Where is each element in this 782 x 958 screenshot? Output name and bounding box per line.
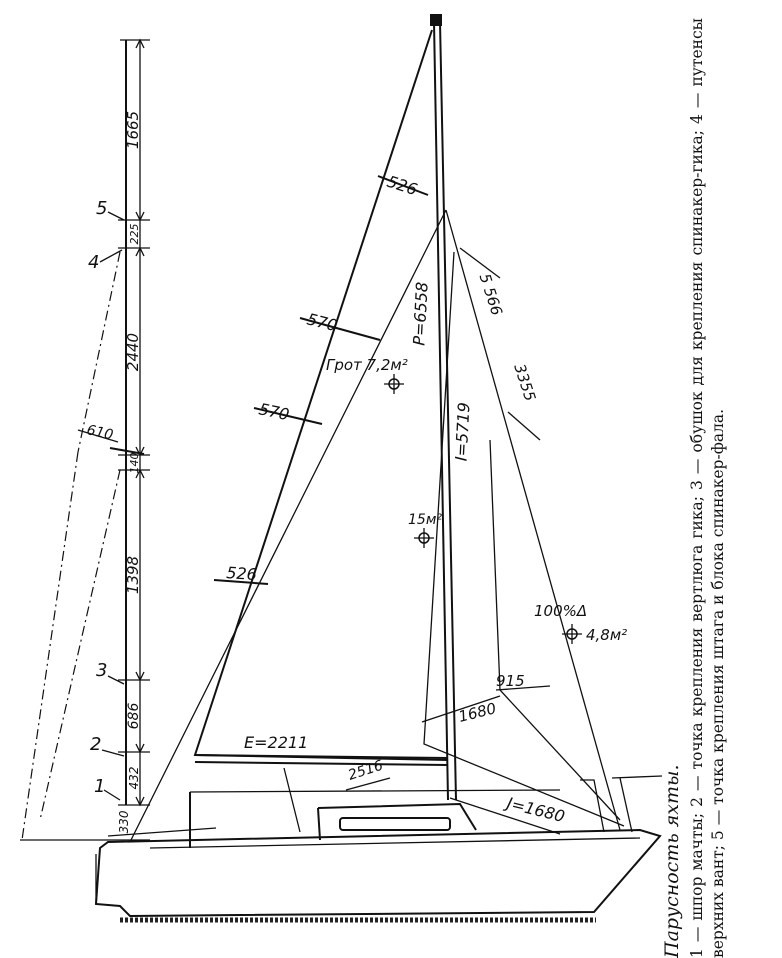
mast-dim-1398: 1398 — [124, 556, 142, 594]
batten-label-1: 526 — [385, 172, 420, 200]
dim-2516: 2516 — [346, 758, 385, 784]
genoa-percent: 100%Δ — [534, 602, 587, 620]
dim-915: 915 — [496, 672, 525, 690]
genoa-area: 4,8м² — [586, 626, 627, 644]
mast-dim-225: 225 — [128, 224, 141, 245]
mast-dim-1665: 1665 — [124, 111, 142, 149]
caption-title: Парусность яхты. — [661, 764, 683, 958]
mast-dim-330: 330 — [117, 810, 131, 833]
point-2-label: 2 — [90, 734, 101, 755]
jib-sail-area: 15м² — [408, 512, 442, 528]
mast-dim-2440: 2440 — [124, 333, 142, 371]
point-5-label: 5 — [96, 198, 107, 219]
base-dim-j: J=1680 — [502, 793, 567, 826]
boom-dim-e: E=2211 — [244, 733, 308, 752]
point-1-label: 1 — [94, 776, 105, 797]
dim-5566: 5 566 — [476, 271, 506, 317]
foretriangle-dim-i: I=5719 — [451, 402, 473, 462]
dim-3355: 3355 — [510, 362, 539, 404]
luff-dim-p: P=6558 — [409, 281, 431, 346]
mast-dim-686: 686 — [126, 703, 142, 730]
boat-sail-plan: 526 570 570 526 P=6558 I=5719 E=2211 J=1… — [94, 14, 663, 923]
point-4-label: 4 — [88, 252, 99, 273]
batten-label-2: 570 — [305, 309, 339, 335]
batten-label-3: 570 — [257, 399, 291, 424]
main-sail-area: Грот 7,2м² — [326, 356, 408, 374]
mast-dimension-column: 1665 225 2440 140 1398 686 432 330 5 4 3… — [20, 38, 150, 841]
dim-1680: 1680 — [457, 699, 498, 726]
figure-caption: Парусность яхты. 1 — шпор мачты; 2 — точ… — [661, 18, 772, 958]
mast-dim-432: 432 — [127, 767, 141, 790]
point-3-label: 3 — [96, 660, 107, 681]
spreader-dim-610: 610 — [85, 422, 115, 443]
mast-dim-140: 140 — [128, 453, 141, 474]
caption-text: 1 — шпор мачты; 2 — точка крепления верт… — [688, 18, 727, 958]
batten-label-4: 526 — [226, 563, 258, 584]
